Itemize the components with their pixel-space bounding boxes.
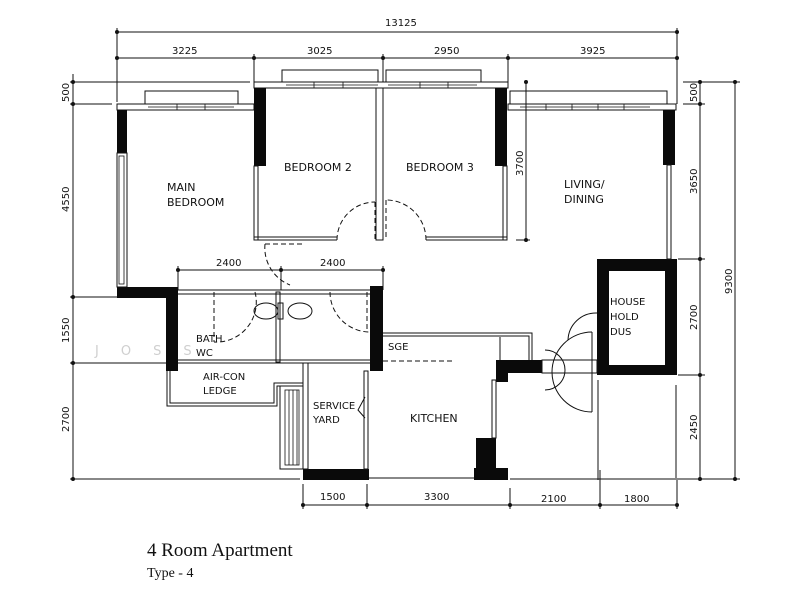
dim-right-1: 500 (689, 83, 700, 102)
dim-bath-2: 2400 (320, 258, 345, 269)
label-household-shelter-2: HOLD (610, 312, 639, 323)
toilet-2-icon (287, 302, 313, 320)
dim-right-total: 9300 (724, 269, 735, 294)
structural-walls (117, 88, 677, 480)
bath-dimensions: 2400 2400 (176, 258, 385, 290)
label-service-yard-1: SERVICE (313, 401, 355, 412)
dim-top-1: 3225 (172, 46, 197, 57)
plan-subtitle: Type - 4 (147, 566, 194, 581)
dim-right-2: 3650 (689, 169, 700, 194)
label-storage: SGE (388, 342, 408, 353)
top-dimensions: 13125 3225 3025 2950 3925 (115, 18, 679, 104)
label-main-bedroom-1: MAIN (167, 181, 196, 194)
label-aircon-1: AIR-CON (203, 372, 245, 383)
dim-top-3: 2950 (434, 46, 459, 57)
bay-windows (116, 69, 677, 111)
label-bath-2: WC (196, 348, 213, 359)
dim-right-3: 2700 (689, 305, 700, 330)
dim-right-4: 2450 (689, 415, 700, 440)
dim-left-4: 2700 (61, 407, 72, 432)
dim-bedroom3-depth: 3700 (515, 151, 526, 176)
label-bath-1: BATH (196, 334, 223, 345)
dim-left-3: 1550 (61, 318, 72, 343)
partition-walls (116, 87, 677, 479)
dim-bottom-3: 2100 (541, 494, 566, 505)
dim-top-4: 3925 (580, 46, 605, 57)
label-household-shelter-3: DUS (610, 327, 631, 338)
room-labels: MAIN BEDROOM BEDROOM 2 BEDROOM 3 LIVING/… (167, 161, 645, 426)
dim-bottom-2: 3300 (424, 492, 449, 503)
label-kitchen: KITCHEN (410, 412, 458, 425)
label-living-1: LIVING/ (564, 178, 605, 191)
label-bedroom-3: BEDROOM 3 (406, 161, 474, 174)
dim-bath-1: 2400 (216, 258, 241, 269)
dim-left-2: 4550 (61, 187, 72, 212)
door-swings (213, 199, 598, 419)
right-dimensions: 500 3650 2700 2450 9300 3700 (510, 80, 740, 481)
dim-top-2: 3025 (307, 46, 332, 57)
label-main-bedroom-2: BEDROOM (167, 196, 224, 209)
dim-bottom-4: 1800 (624, 494, 649, 505)
label-aircon-2: LEDGE (203, 386, 237, 397)
dim-top-total: 13125 (385, 18, 417, 29)
toilet-1-icon (253, 302, 279, 320)
dim-left-1: 500 (61, 83, 72, 102)
watermark: JOSS (94, 344, 214, 359)
label-living-2: DINING (564, 193, 604, 206)
label-service-yard-2: YARD (312, 415, 340, 426)
dim-bottom-1: 1500 (320, 492, 345, 503)
label-bedroom-2: BEDROOM 2 (284, 161, 352, 174)
label-household-shelter-1: HOUSE (610, 297, 645, 308)
fixtures (253, 302, 313, 320)
plan-title: 4 Room Apartment (147, 540, 293, 561)
left-dimensions: 500 4550 1550 2700 (61, 74, 300, 481)
